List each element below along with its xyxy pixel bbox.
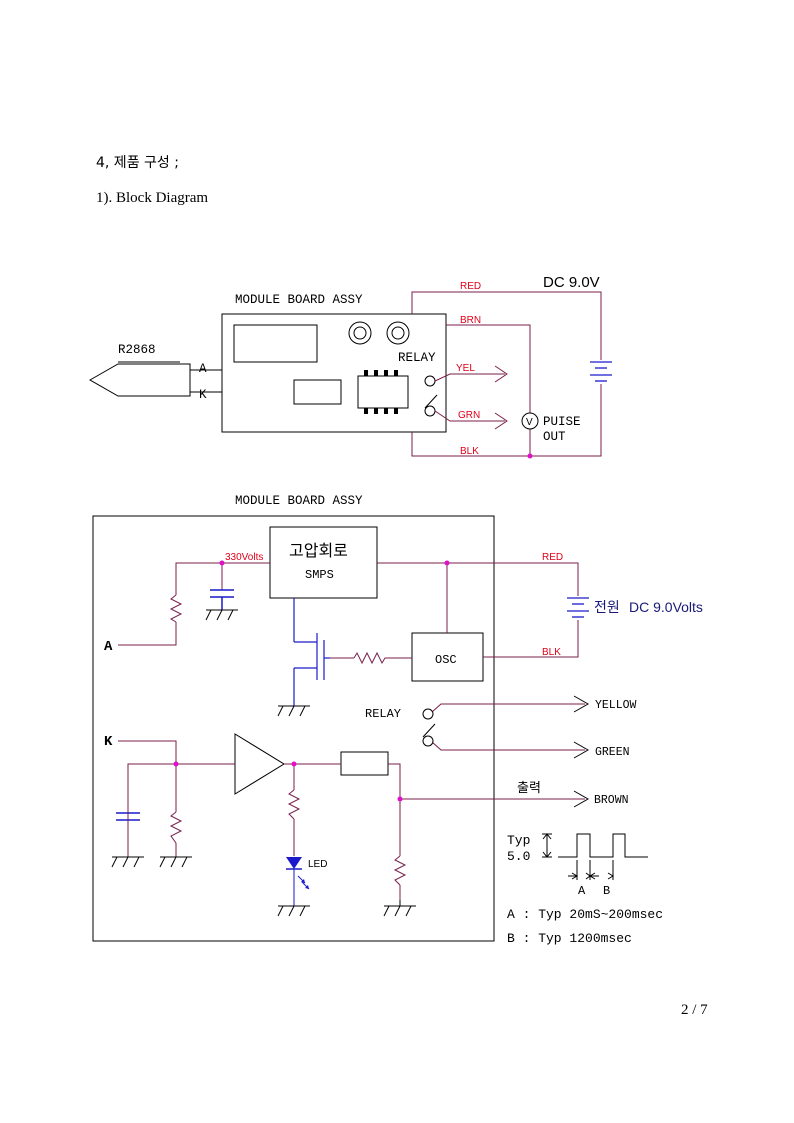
amplifier-symbol: [234, 733, 285, 795]
sensor-probe: [88, 363, 191, 397]
d2-timing-b: B: [603, 884, 610, 898]
d1-wire-grn-label: GRN: [458, 410, 480, 421]
d2-out-label: 출력: [517, 781, 541, 796]
ground-symbol: [277, 705, 310, 717]
d1-wire-blk-label: BLK: [460, 446, 479, 457]
wire-brn: [446, 324, 531, 413]
pulse-waveform: [542, 833, 648, 880]
relay-contact: [424, 405, 436, 417]
d2-note-b: B : Typ 1200msec: [507, 931, 632, 946]
d1-power-label: DC 9.0V: [543, 274, 600, 291]
junction-node: [173, 560, 450, 802]
wire-grn: [434, 410, 505, 422]
section-title: 4, 제품 구성 ;: [96, 155, 179, 171]
d2-wire-blk-label: BLK: [542, 647, 561, 658]
connector-circle: [348, 321, 372, 345]
ground-symbol: [111, 856, 144, 868]
d2-input-a: A: [104, 639, 113, 655]
relay-contact-2: [422, 735, 434, 747]
d2-smps-title: 고압회로: [289, 541, 348, 560]
battery-icon-2: [567, 597, 589, 618]
d2-power-value: DC 9.0Volts: [629, 599, 703, 615]
resistor-gate: [353, 651, 388, 665]
resistor-a: [169, 594, 183, 623]
d1-relay-label: RELAY: [398, 351, 436, 365]
d2-wire-red-label: RED: [542, 552, 563, 563]
module-chip-rect: [293, 379, 342, 405]
ground-symbol: [383, 905, 416, 917]
resistor-k: [169, 811, 183, 844]
mosfet-symbol: [293, 598, 330, 706]
page-number: 2 / 7: [681, 1002, 708, 1018]
ground-symbol: [205, 609, 238, 621]
ground-symbol: [159, 856, 192, 868]
d1-pulse-out-2: OUT: [543, 430, 566, 444]
relay-contact-2: [422, 708, 434, 720]
d2-note-a: A : Typ 20mS~200msec: [507, 907, 663, 922]
led-icon: [286, 857, 310, 906]
d2-power-prefix: 전원: [594, 600, 620, 616]
d2-module-frame: [92, 515, 495, 942]
d1-wire-brn-label: BRN: [460, 315, 481, 326]
d2-volts-label: 330Volts: [225, 552, 263, 563]
d1-wire-yel-label: YEL: [456, 363, 475, 374]
d2-timing-a: A: [578, 884, 586, 898]
d1-sensor-label: R2868: [118, 343, 156, 357]
d1-module-label: MODULE BOARD ASSY: [235, 293, 363, 307]
d2-smps-sub: SMPS: [305, 568, 334, 582]
relay-ic: [357, 375, 409, 409]
wire-red: [411, 291, 602, 360]
connector-circle: [386, 321, 410, 345]
relay-contact: [424, 375, 436, 387]
d2-typ-value: 5.0: [507, 849, 530, 864]
resistor-out: [393, 855, 407, 886]
d1-wire-red-label: RED: [460, 281, 481, 292]
wire-blk: [411, 384, 602, 457]
output-resistor-block: [340, 751, 389, 776]
d1-meter-symbol: V: [526, 417, 533, 428]
d1-pin-k: K: [199, 388, 207, 402]
resistor-led: [287, 789, 301, 820]
d2-input-k: K: [104, 734, 113, 750]
d2-osc-label: OSC: [435, 653, 457, 667]
wire-yel: [434, 373, 505, 382]
battery-icon: [590, 361, 612, 382]
module-board-rect: [221, 313, 447, 433]
d2-out-green: GREEN: [595, 746, 630, 759]
ground-symbol: [277, 905, 310, 917]
voltmeter-circle: [521, 412, 539, 430]
junction-node: [527, 453, 533, 459]
subsection-title: 1). Block Diagram: [96, 190, 209, 206]
d1-pulse-out-1: PUISE: [543, 415, 581, 429]
d2-relay-label: RELAY: [365, 707, 401, 721]
d2-led-label: LED: [308, 859, 327, 870]
d1-pin-a: A: [199, 362, 207, 376]
smps-block: [269, 526, 378, 599]
module-display-rect: [233, 324, 318, 363]
d2-typ-label: Typ: [507, 833, 530, 848]
d2-out-brown: BROWN: [594, 794, 629, 807]
d2-module-label: MODULE BOARD ASSY: [235, 494, 363, 508]
d2-out-yellow: YELLOW: [595, 699, 637, 712]
